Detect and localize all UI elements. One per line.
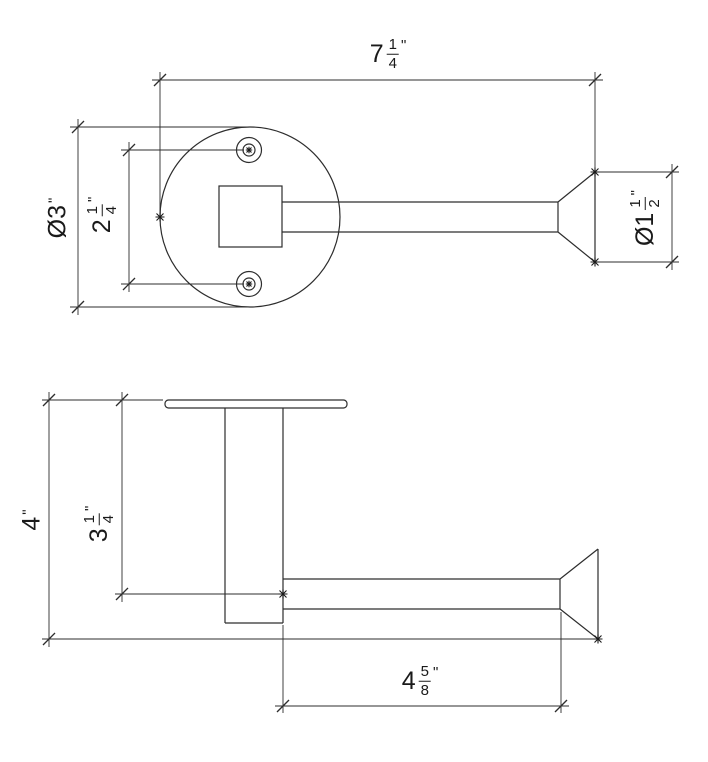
dim-overall-height <box>42 392 603 647</box>
defpoint-mark <box>593 634 603 644</box>
dim-arm-length <box>275 612 569 713</box>
plate-edge <box>164 399 348 409</box>
tick <box>665 255 679 269</box>
defpoint-mark <box>590 257 600 267</box>
dim-arm-offset <box>115 392 288 602</box>
fraction-numerator: 1 <box>626 197 646 210</box>
dim-fraction: 1 2 <box>626 197 663 210</box>
fraction-numerator: 1 <box>80 513 100 526</box>
dim-unit: " <box>432 663 439 681</box>
dim-label-arm-length: 4 5 8 " <box>401 662 439 699</box>
tick <box>115 393 129 407</box>
dim-unit: " <box>19 509 37 515</box>
dim-whole: Ø3 <box>43 204 72 239</box>
tick <box>71 120 85 134</box>
tick <box>71 300 85 314</box>
defpoint-mark <box>590 167 600 177</box>
dim-label-plate-diameter: Ø3 " <box>43 197 72 239</box>
dim-label-screw-spacing: 2 1 4 " <box>83 196 120 234</box>
tick <box>665 165 679 179</box>
dim-fraction: 1 4 <box>83 204 120 217</box>
dim-whole: 4 <box>401 666 416 695</box>
dim-whole: 3 <box>84 528 113 543</box>
dim-unit: " <box>627 189 645 196</box>
dim-unit: " <box>84 196 102 203</box>
fraction-denominator: 4 <box>99 515 117 524</box>
tick <box>115 587 129 601</box>
tick <box>153 73 167 87</box>
fraction-numerator: 1 <box>83 204 103 217</box>
dim-label-arm-offset: 3 1 4 " <box>80 505 117 543</box>
dim-fraction: 5 8 <box>418 662 431 699</box>
fraction-denominator: 4 <box>388 54 397 72</box>
defpoint-mark <box>278 589 288 599</box>
tick <box>122 277 136 291</box>
side-view <box>164 399 599 640</box>
tick <box>588 73 602 87</box>
post-outline <box>224 408 284 624</box>
fraction-denominator: 8 <box>420 681 429 699</box>
dim-fraction: 1 4 <box>386 35 399 72</box>
arm-and-flared-end-plan <box>282 171 596 263</box>
dim-end-diameter <box>590 164 679 270</box>
tick <box>276 699 290 713</box>
dim-unit: " <box>81 505 99 512</box>
dim-label-overall-height: 4 " <box>17 509 46 531</box>
tick <box>554 699 568 713</box>
dim-whole: 4 <box>17 516 46 531</box>
top-view <box>159 126 596 308</box>
tick <box>122 143 136 157</box>
defpoint-mark <box>155 212 165 222</box>
mount-square <box>218 185 283 248</box>
dim-whole: 7 <box>369 39 384 68</box>
dim-whole: 2 <box>87 219 116 234</box>
dim-screw-spacing <box>121 142 244 292</box>
fraction-numerator: 1 <box>386 35 399 55</box>
screw-bottom-center-mark <box>245 280 253 288</box>
dim-whole: Ø1 <box>630 212 659 247</box>
dim-fraction: 1 4 <box>80 513 117 526</box>
tick <box>42 632 56 646</box>
dim-label-overall-length: 7 1 4 " <box>369 35 407 72</box>
dim-plate-diameter <box>70 119 252 315</box>
tick <box>42 393 56 407</box>
dim-unit: " <box>45 197 63 203</box>
fraction-denominator: 4 <box>102 206 120 215</box>
dim-label-end-diameter: Ø1 1 2 " <box>626 189 663 247</box>
dim-overall-length <box>152 72 603 222</box>
fraction-denominator: 2 <box>645 199 663 208</box>
fraction-numerator: 5 <box>418 662 431 682</box>
screw-top-center-mark <box>245 146 253 154</box>
arm-and-flared-end-side <box>283 548 599 640</box>
dim-unit: " <box>400 36 407 54</box>
wall-plate-circle <box>159 126 341 308</box>
